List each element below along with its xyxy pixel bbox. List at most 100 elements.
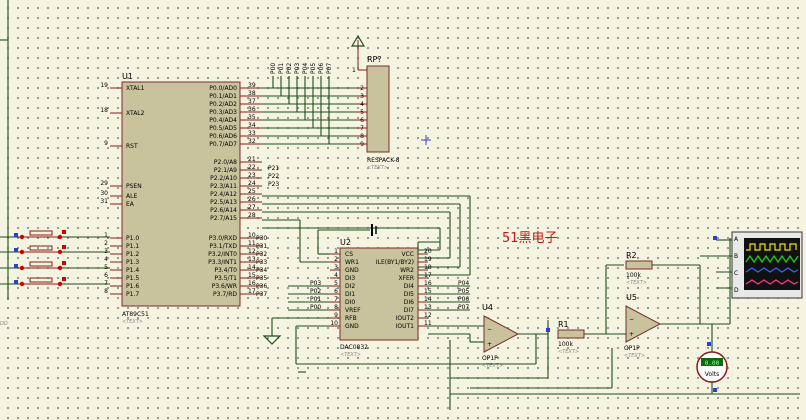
u1-pin-number: 19 [100, 82, 108, 89]
net-label-p3: P35 [256, 275, 267, 282]
u1-pin-name: P3.7/RD [213, 291, 237, 298]
u1-pin-number: 28 [248, 212, 256, 219]
u1-pin-name: RST [126, 143, 138, 150]
push-button-2[interactable] [14, 245, 66, 255]
u1-pin-name: P0.4/AD4 [209, 117, 237, 124]
net-label-p22: P22 [268, 173, 279, 180]
net-label-p3: P33 [256, 259, 267, 266]
resistor-r2[interactable]: R2 100k <TEXT> [625, 251, 653, 286]
u1-pin-name: XTAL2 [126, 110, 145, 117]
cursor-crosshair-icon [421, 135, 431, 145]
opamp-u5[interactable]: U5 − + OP1P <TEXT> [624, 293, 662, 359]
u1-pin-name: P2.3/A11 [210, 183, 237, 190]
rp-pin-1: 1 [352, 67, 356, 74]
u2-body[interactable] [339, 247, 419, 341]
rp-body[interactable] [366, 65, 390, 153]
u1-pin-number: 31 [100, 198, 108, 205]
u1-pin-number: 39 [248, 82, 256, 89]
u2-pin-name: CS [345, 251, 353, 258]
u2-pin-number: 2 [334, 256, 338, 263]
u1-pin-name: P3.0/RXD [209, 235, 237, 242]
connection-markers [546, 236, 717, 392]
u1-pin-name: P0.1/AD1 [209, 93, 237, 100]
u5-hidden-text: <TEXT> [624, 353, 645, 359]
u1-hidden-text: <TEXT> [122, 319, 143, 325]
voltmeter-reading: 0.00 [705, 360, 720, 367]
rp-pin-number: 9 [360, 141, 364, 148]
u2-pin-name: XFER [398, 275, 414, 282]
u2-pin-name: GND [345, 323, 359, 330]
push-button-1[interactable] [14, 230, 66, 240]
u1-pin-name: P1.1 [126, 243, 139, 250]
u1-pin-name: P3.6/WR [212, 283, 237, 290]
u1-pin-name: P3.2/INT0 [208, 251, 237, 258]
u2-pin-number: 10 [330, 320, 338, 327]
rp-pin-number: 4 [360, 101, 364, 108]
push-button-3[interactable] [14, 261, 66, 271]
u2-pin-number: 11 [424, 320, 432, 327]
u1-pin-name: ALE [126, 193, 137, 200]
button-array[interactable] [14, 230, 66, 287]
u2-pin-number: 17 [424, 272, 432, 279]
r1-body[interactable] [557, 329, 585, 339]
rp-pin-number: 7 [360, 125, 364, 132]
u1-pin-name: P3.4/T0 [214, 267, 237, 274]
r1-value: 100k [558, 341, 573, 348]
dac-net-label: P01 [310, 296, 321, 303]
u2-pin-name: DI0 [345, 299, 355, 306]
watermark-annotation: 51黑电子 [502, 231, 558, 246]
u2-pin-name: WR1 [345, 259, 359, 266]
r2-body[interactable] [625, 260, 653, 270]
dac-data-wires [288, 285, 470, 311]
p0-bus [262, 76, 356, 145]
net-label-p3: P34 [256, 267, 267, 274]
u1-pin-number: 33 [248, 130, 256, 137]
scope-channel-d: D [734, 287, 739, 294]
u1-pin-name: P2.6/A14 [210, 207, 237, 214]
u1-pin-number: 30 [100, 190, 108, 197]
oscilloscope[interactable]: A B C D [700, 231, 803, 299]
dc-voltmeter[interactable]: 0.00 Volts [696, 351, 728, 383]
edge-label: DD [0, 321, 8, 327]
u2-pin-name: VREF [345, 307, 361, 314]
u2-pin-name: DI7 [404, 307, 414, 314]
u5-body[interactable] [625, 305, 662, 343]
u1-pin-name: P3.1/TXD [209, 243, 237, 250]
r1-ref: R1 [558, 320, 569, 329]
u1-pin-number: 7 [104, 280, 108, 287]
u1-pin-number: 5 [104, 264, 108, 271]
u1-pin-name: P1.6 [126, 283, 139, 290]
dac-net-label: P04 [458, 280, 469, 287]
u1-pin-number: 6 [104, 272, 108, 279]
u1-body[interactable] [121, 81, 241, 307]
u2-pin-name: DI6 [404, 299, 414, 306]
u1-pin-name: P1.5 [126, 275, 139, 282]
u1-ref: U1 [122, 72, 133, 81]
u1-pin-name: P3.5/T1 [214, 275, 237, 282]
u1-pin-number: 11 [248, 240, 256, 247]
push-button-4[interactable] [14, 277, 66, 287]
rp-pin-number: 8 [360, 133, 364, 140]
opamp-u4[interactable]: U4 − + OP1P <TEXT> [482, 303, 520, 369]
u2-pin-number: 6 [334, 288, 338, 295]
scope-trace-b [745, 254, 799, 264]
u2-pin-number: 13 [424, 304, 432, 311]
u1-pin-number: 8 [104, 288, 108, 295]
u1-pin-name: P1.7 [126, 291, 139, 298]
u1-pin-name: P1.2 [126, 251, 139, 258]
u4-body[interactable] [483, 315, 520, 353]
u2-pin-name: DI1 [345, 291, 355, 298]
resistor-r1[interactable]: R1 100k <TEXT> [557, 320, 585, 355]
u1-pin-name: P0.3/AD3 [209, 109, 237, 116]
u2-pin-number: 7 [334, 296, 338, 303]
u2-pin-name: GND [345, 267, 359, 274]
u1-pin-number: 12 [248, 248, 256, 255]
u1-pin-number: 16 [248, 280, 256, 287]
u1-pin-name: P0.2/AD2 [209, 101, 237, 108]
